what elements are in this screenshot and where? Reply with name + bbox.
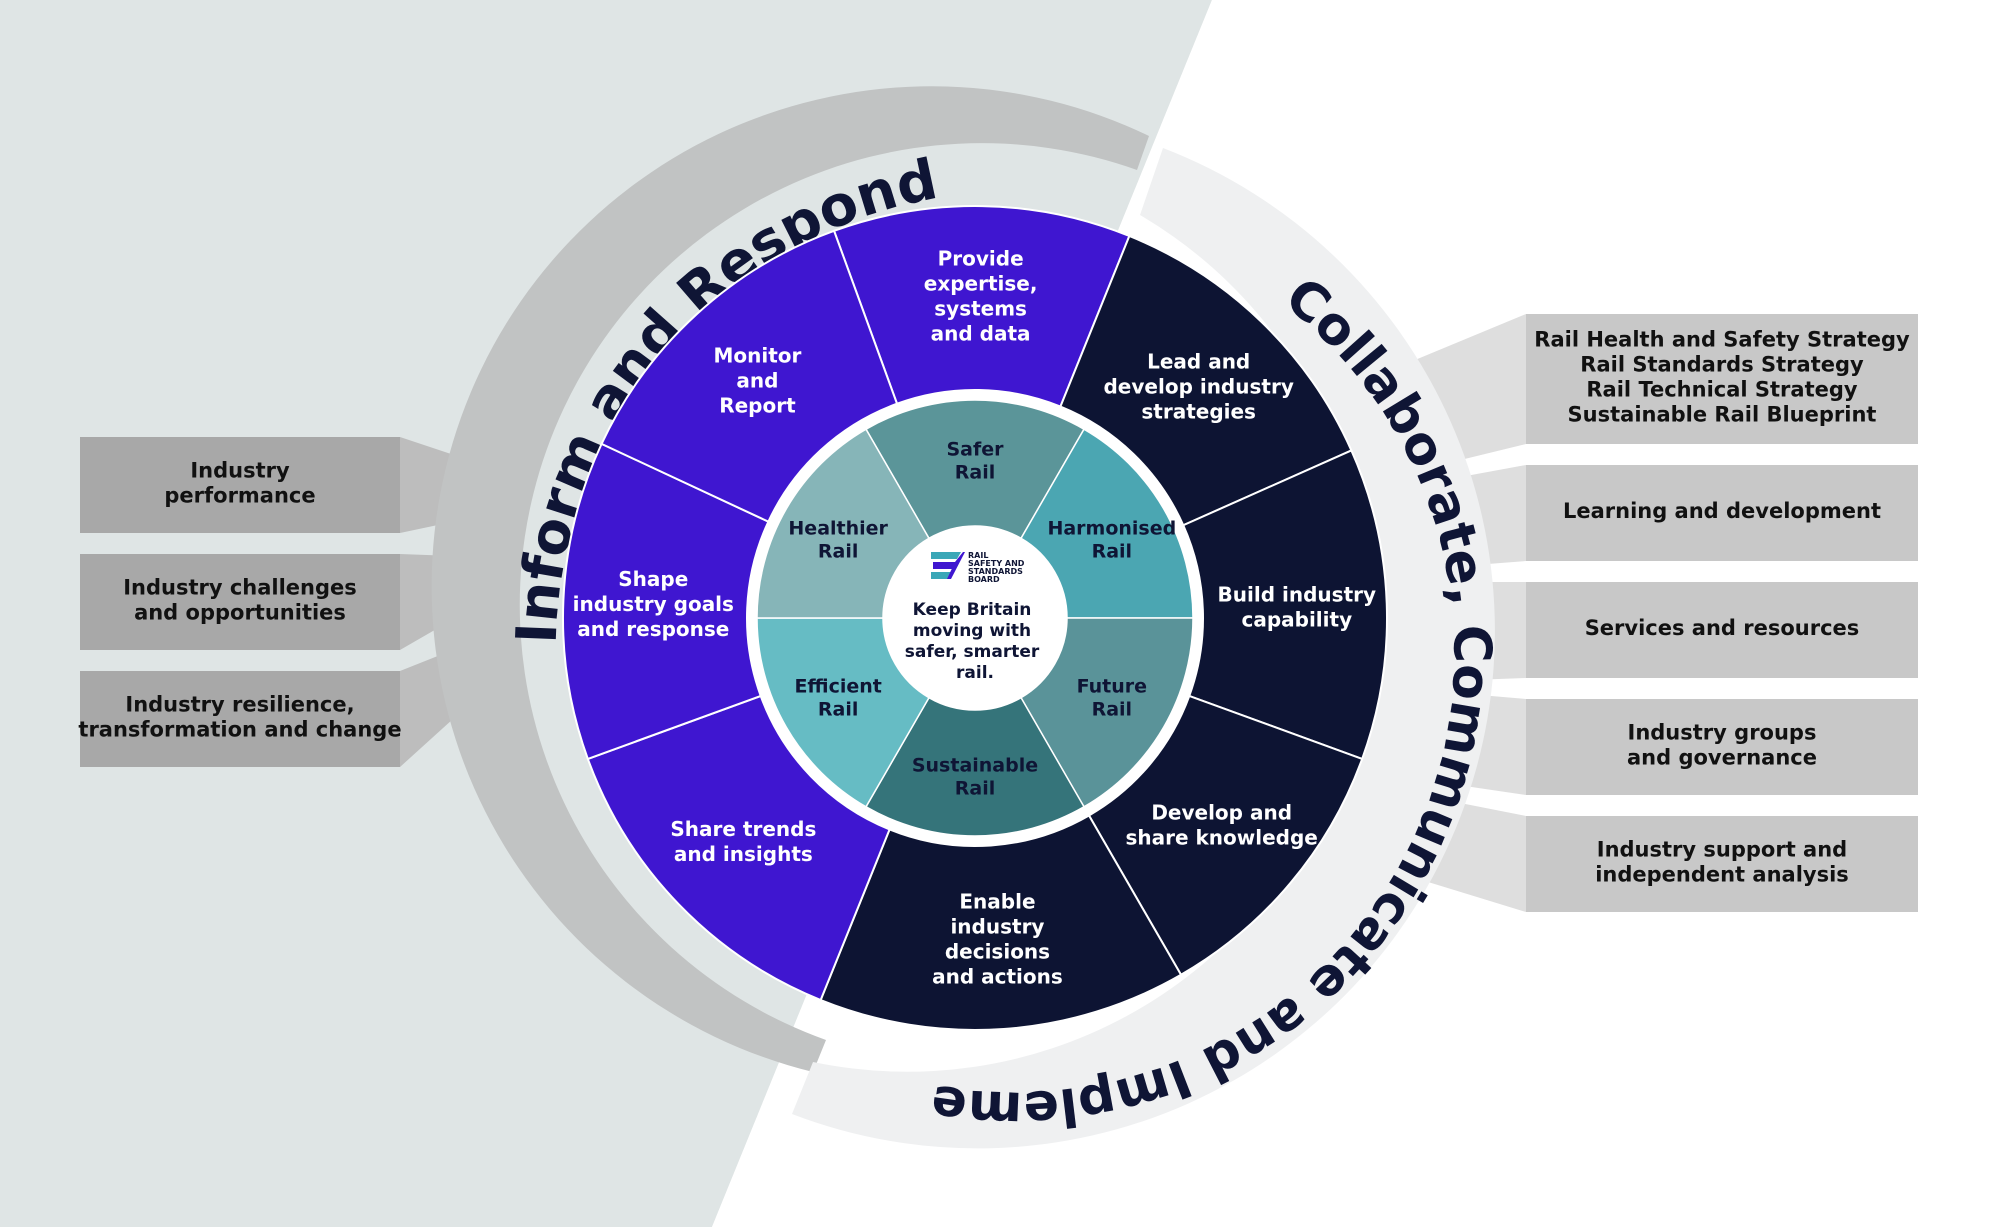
box-label-resilience-change-line: Industry resilience, [125,693,354,717]
segment-label-healthier-rail-line: Rail [818,541,858,563]
segment-label-build-capability-line: capability [1241,607,1352,631]
segment-label-enable-decisions-line: and actions [932,965,1063,989]
box-label-strategies-line: Rail Health and Safety Strategy [1534,328,1910,352]
segment-label-share-trends-line: Share trends [670,817,816,841]
segment-label-enable-decisions-line: decisions [945,940,1050,964]
segment-label-provide-expertise-line: expertise, [924,272,1038,296]
box-label-strategies-line: Rail Technical Strategy [1586,378,1858,402]
box-label-support-analysis-line: Industry support and [1597,838,1847,862]
segment-label-monitor-report-line: and [736,369,778,393]
segment-label-lead-strategies-line: Lead and [1147,349,1250,373]
segment-label-efficient-rail-line: Rail [818,699,858,721]
segment-label-lead-strategies-line: strategies [1141,399,1256,423]
segment-label-sustainable-rail-line: Rail [955,778,995,800]
segment-label-shape-goals-line: and response [577,617,729,641]
box-label-industry-performance-line: Industry [190,459,290,483]
logo-text-line-2: SAFETY AND [968,559,1025,568]
box-label-strategies-line: Rail Standards Strategy [1580,353,1864,377]
segment-label-future-rail-line: Rail [1092,699,1132,721]
box-services-resources [1526,582,1918,678]
segment-label-provide-expertise-line: Provide [938,247,1024,271]
segment-label-build-capability-line: Build industry [1218,582,1377,606]
centre-text: Keep Britain moving with safer, smarter … [905,600,1045,683]
box-label-resilience-change-line: transformation and change [78,718,401,742]
segment-label-safer-rail-line: Safer [946,439,1004,461]
logo-text-line-3: STANDARDS [968,567,1023,576]
box-label-groups-governance-line: Industry groups [1628,721,1817,745]
segment-label-efficient-rail-line: Efficient [794,676,881,698]
segment-label-enable-decisions-line: industry [950,915,1044,939]
box-label-support-analysis-line: independent analysis [1595,863,1849,887]
box-label-learning-development: Learning and development [1563,499,1881,523]
box-label-strategies-line: Sustainable Rail Blueprint [1568,403,1877,427]
box-support-analysis [1526,816,1918,912]
segment-label-lead-strategies-line: develop industry [1103,374,1293,398]
rssb-logo-icon [931,552,965,579]
segment-label-provide-expertise-line: and data [931,322,1031,346]
segment-label-develop-knowledge-line: Develop and [1151,800,1292,824]
segment-label-harmonised-rail-line: Rail [1092,541,1132,563]
segment-label-monitor-report-line: Monitor [714,344,802,368]
centre-line-1: Keep Britain [913,600,1032,620]
box-strategies [1526,314,1918,444]
segment-label-provide-expertise-line: systems [934,297,1027,321]
box-label-resilience-change: Industry resilience,transformation and c… [78,693,401,742]
segment-label-share-trends-line: and insights [674,842,813,866]
box-learning-development [1526,465,1918,561]
segment-label-healthier-rail-line: Healthier [788,518,888,540]
box-label-challenges-opportunities-line: Industry challenges [123,576,357,600]
segment-label-future-rail-line: Future [1077,676,1147,698]
box-resilience-change [80,671,400,767]
box-label-industry-performance-line: performance [164,484,315,508]
box-label-services-resources-line: Services and resources [1585,616,1860,640]
centre-line-4: rail. [956,663,994,683]
box-label-learning-development-line: Learning and development [1563,499,1881,523]
centre-disc [883,526,1067,710]
logo-text-line-4: BOARD [968,575,1000,584]
box-groups-governance [1526,699,1918,795]
segment-label-shape-goals-line: Shape [618,567,688,591]
box-challenges-opportunities [80,554,400,650]
rssb-logo: RAIL SAFETY AND STANDARDS BOARD [931,551,1025,584]
logo-text-line-1: RAIL [968,551,988,560]
box-label-challenges-opportunities-line: and opportunities [134,601,346,625]
segment-label-sustainable-rail-line: Sustainable [912,755,1038,777]
segment-label-enable-decisions-line: Enable [959,890,1035,914]
segment-label-develop-knowledge-line: share knowledge [1125,825,1317,849]
segment-label-shape-goals-line: industry goals [573,592,734,616]
segment-label-monitor-report-line: Report [719,394,796,418]
box-label-groups-governance-line: and governance [1627,746,1817,770]
centre-line-3: safer, smarter [905,642,1040,662]
segment-label-harmonised-rail-line: Harmonised [1047,518,1176,540]
segment-label-safer-rail-line: Rail [955,462,995,484]
box-industry-performance [80,437,400,533]
centre-line-2: moving with [913,621,1031,641]
box-label-services-resources: Services and resources [1585,616,1860,640]
